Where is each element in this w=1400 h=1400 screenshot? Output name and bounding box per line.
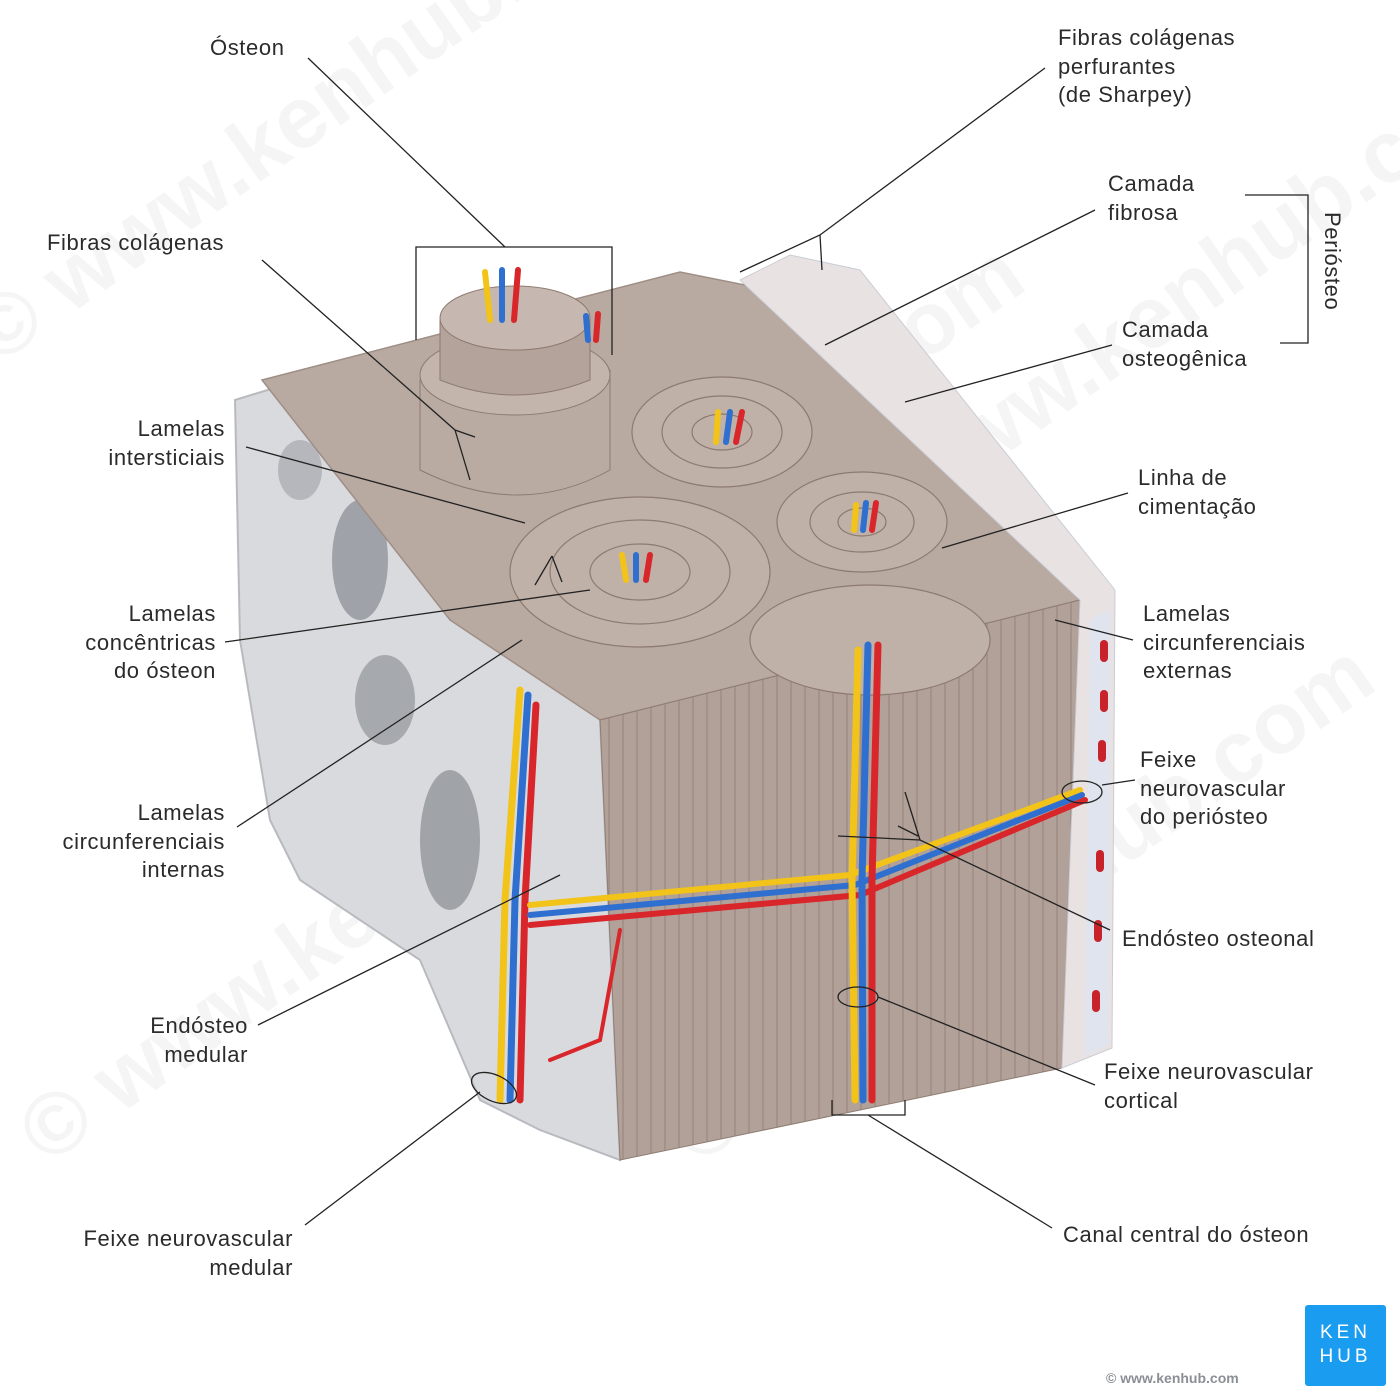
label-line: Lamelas [1143,601,1231,626]
label-periosteo: Periósteo [1320,212,1345,311]
label-line: Feixe [1140,747,1197,772]
label-lamelas-circ-internas: Lamelas circunferenciais internas [20,799,225,885]
label-line: cimentação [1138,493,1257,519]
label-fibras-colagenas: Fibras colágenas [47,230,225,255]
label-line: medular [209,1254,293,1280]
label-line: perfurantes [1058,53,1176,79]
label-line: Endósteo [150,1013,248,1038]
label-line: circunferenciais [1143,629,1306,655]
label-canal-central: Canal central do ósteon [1063,1222,1310,1247]
label-line: Camada [1108,171,1195,196]
label-line: Camada [1122,317,1209,342]
label-line: (de Sharpey) [1058,82,1193,107]
label-feixe-medular: Feixe neurovascular medular [40,1225,293,1282]
label-line: do ósteon [113,658,216,683]
label-osteon: Ósteon [210,35,285,60]
vessels [496,641,1088,1104]
label-line: fibrosa [1108,199,1179,225]
label-line: externas [1143,658,1233,683]
label-linha-cimentacao: Linha de cimentação [1138,464,1257,521]
label-camada-fibrosa: Camada fibrosa [1108,170,1195,227]
label-line: Linha de [1138,465,1228,490]
periosteum [739,254,1116,1069]
label-line: Fibras colágenas [1058,25,1236,50]
label-line: osteogênica [1122,345,1248,371]
osteons [509,376,991,696]
label-fibras-perfurantes: Fibras colágenas perfurantes (de Sharpey… [1058,24,1235,110]
logo-line: HUB [1319,1346,1372,1367]
label-lamelas-intersticiais: Lamelas intersticiais [80,415,225,472]
label-line: Feixe neurovascular [1104,1059,1314,1084]
kenhub-logo: KEN HUB [1305,1305,1386,1386]
label-line: neurovascular [1140,775,1286,801]
label-line: Lamelas [128,601,216,626]
label-line: concêntricas [85,629,216,655]
label-line: Feixe neurovascular [83,1226,293,1251]
label-line: intersticiais [108,444,225,470]
label-endosteo-osteonal: Endósteo osteonal [1122,926,1315,951]
label-lamelas-circ-externas: Lamelas circunferenciais externas [1143,600,1305,686]
label-line: internas [141,857,225,882]
logo-line: KEN [1319,1322,1372,1343]
label-camada-osteogenica: Camada osteogênica [1122,316,1247,373]
label-line: cortical [1104,1087,1179,1113]
label-lamelas-concentricas: Lamelas concêntricas do ósteon [40,600,216,686]
label-line: circunferenciais [62,828,225,854]
label-feixe-periosteo: Feixe neurovascular do periósteo [1140,746,1286,832]
leader-lines [224,57,1309,1229]
copyright-text: © www.kenhub.com [1106,1370,1239,1386]
label-line: Lamelas [137,416,225,441]
label-line: medular [164,1041,248,1067]
label-line: do periósteo [1140,804,1269,829]
label-line: Lamelas [137,800,225,825]
label-endosteo-medular: Endósteo medular [100,1012,248,1069]
label-feixe-cortical: Feixe neurovascular cortical [1104,1058,1314,1115]
